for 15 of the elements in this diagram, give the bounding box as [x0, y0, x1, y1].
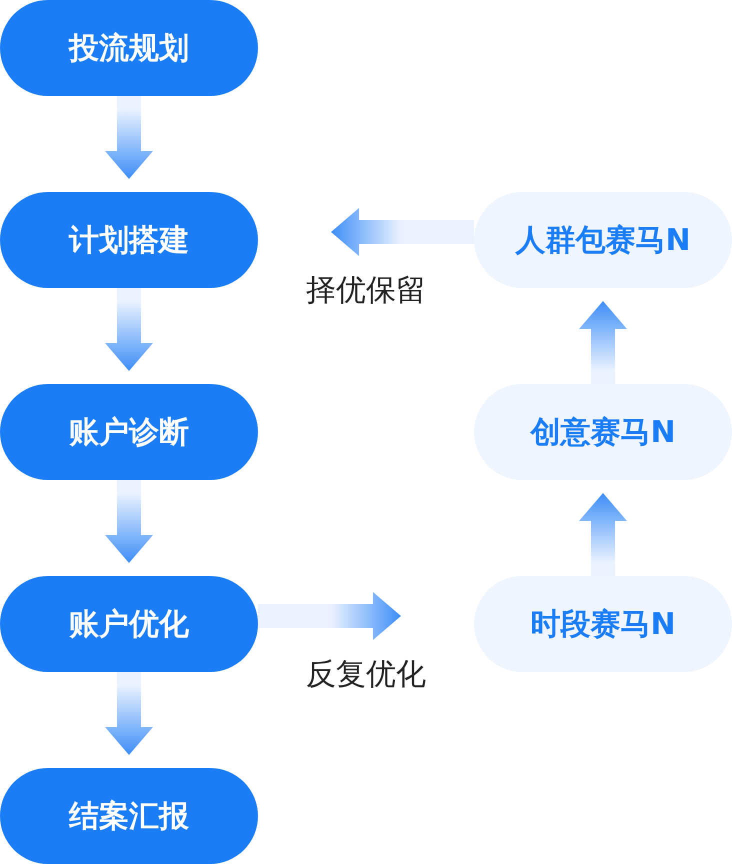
edge-label: 择优保留 [306, 272, 426, 310]
process-pill [0, 192, 258, 288]
node-label: 结案汇报 [69, 798, 189, 836]
process-pill [0, 768, 258, 864]
node-label: 计划搭建 [69, 222, 189, 260]
edge-label: 反复优化 [306, 656, 426, 694]
node-label: 投流规划 [69, 30, 189, 68]
node-label: 时段赛马N [530, 606, 676, 644]
process-pill [0, 0, 258, 96]
node-label: 账户诊断 [69, 414, 189, 452]
node-label: 创意赛马N [530, 414, 676, 452]
process-pill [0, 576, 258, 672]
process-pill [0, 384, 258, 480]
node-label: 人群包赛马N [515, 222, 691, 260]
node-label: 账户优化 [69, 606, 189, 644]
